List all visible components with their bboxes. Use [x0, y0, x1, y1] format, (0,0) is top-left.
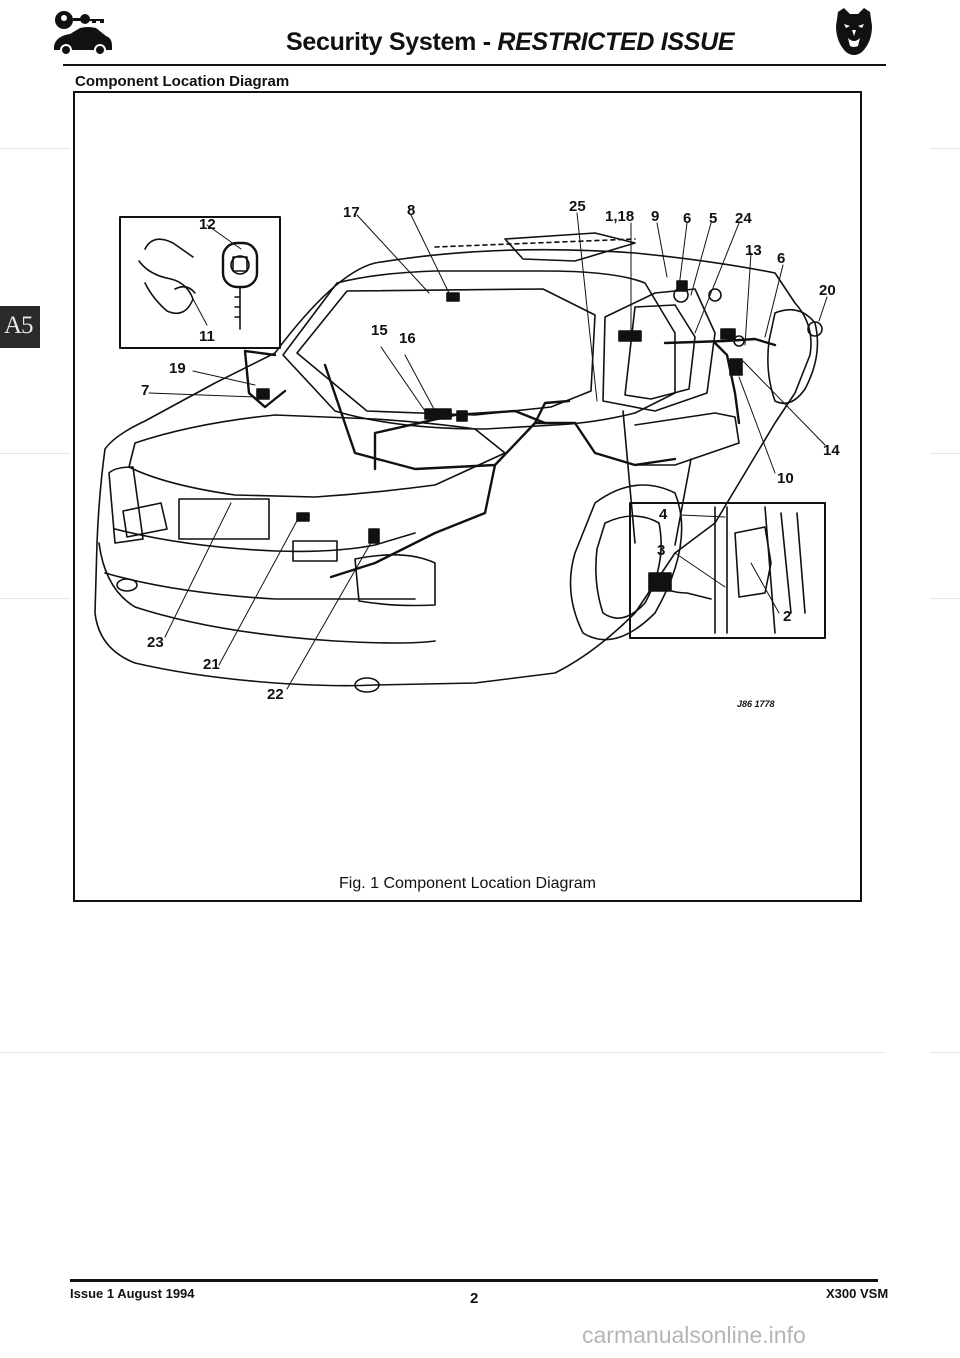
callout-3: 3: [657, 542, 666, 559]
callout-19: 19: [169, 360, 186, 377]
callout-25: 25: [569, 198, 586, 215]
footer-doc-code: X300 VSM: [826, 1286, 889, 1301]
callout-15: 15: [371, 322, 388, 339]
scan-guide-line: [930, 453, 960, 454]
scan-guide-line: [930, 148, 960, 149]
footer-rule: [70, 1279, 878, 1282]
callout-6-second: 6: [777, 250, 786, 267]
callout-7: 7: [141, 382, 150, 399]
callout-17: 17: [343, 204, 360, 221]
callout-8: 8: [407, 202, 416, 219]
figure-reference: J86 1778: [737, 699, 775, 709]
section-tab: A5: [0, 306, 40, 348]
scan-guide-line: [930, 1052, 960, 1053]
callout-23: 23: [147, 634, 164, 651]
footer-page-number: 2: [470, 1290, 479, 1307]
page-header: Security System - RESTRICTED ISSUE: [0, 0, 960, 70]
callout-21: 21: [203, 656, 220, 673]
title-main: Security System -: [286, 28, 498, 56]
header-rule: [63, 64, 886, 66]
component-location-diagram: [94, 212, 828, 693]
callout-4: 4: [659, 506, 668, 523]
scan-guide-line: [930, 598, 960, 599]
section-tab-label: A5: [4, 312, 34, 339]
figure-caption: Fig. 1 Component Location Diagram: [338, 875, 597, 892]
scan-guide-line: [0, 453, 70, 454]
callout-9: 9: [651, 208, 660, 225]
callout-1-18: 1,18: [605, 208, 635, 225]
jaguar-head-icon: [832, 6, 876, 63]
callout-12: 12: [199, 216, 216, 233]
scan-guide-line: [0, 1052, 885, 1053]
callout-24: 24: [735, 210, 752, 227]
title-restricted-issue: RESTRICTED ISSUE: [497, 28, 735, 56]
callout-11: 11: [199, 328, 215, 345]
callout-13: 13: [745, 242, 762, 259]
watermark: carmanualsonline.info: [582, 1322, 806, 1348]
footer-issue: Issue 1 August 1994: [70, 1286, 195, 1301]
callout-20: 20: [819, 282, 836, 299]
callout-6: 6: [683, 210, 692, 227]
car-with-key-icon: [52, 6, 114, 65]
callout-2: 2: [783, 608, 792, 625]
page-title: Security System - RESTRICTED ISSUE: [286, 28, 735, 57]
callout-22: 22: [267, 686, 284, 703]
section-heading: Component Location Diagram: [75, 73, 290, 90]
figure-frame: 17 8 25 1,18 9 6 5 24 12 11 13 6 20 15 1…: [73, 91, 862, 902]
callout-16: 16: [399, 330, 416, 347]
callout-14: 14: [823, 442, 840, 459]
callout-10: 10: [777, 470, 794, 487]
scan-guide-line: [0, 598, 70, 599]
scan-guide-line: [0, 148, 70, 149]
callout-5: 5: [709, 210, 718, 227]
